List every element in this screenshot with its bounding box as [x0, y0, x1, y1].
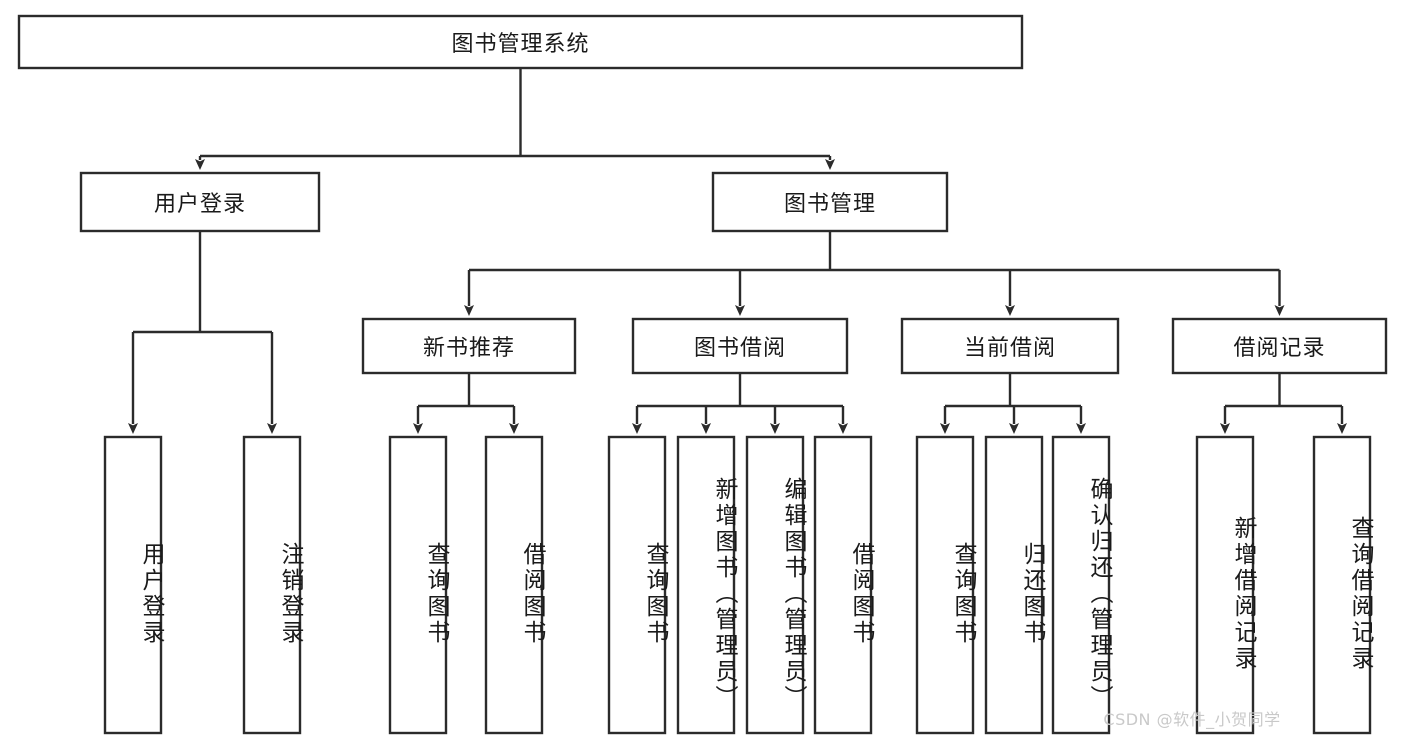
node-box-leaf-borrow-book-1[interactable]	[484, 435, 544, 735]
node-new-book-recommend[interactable]	[362, 318, 576, 374]
node-box-leaf-logout-login[interactable]	[242, 435, 302, 735]
node-box-new-book-recommend[interactable]	[361, 317, 577, 375]
node-current-borrow[interactable]	[901, 318, 1119, 374]
node-leaf-confirm-return-admin[interactable]	[1052, 436, 1110, 734]
node-leaf-borrow-book-1[interactable]	[485, 436, 543, 734]
node-leaf-add-borrow-record[interactable]	[1196, 436, 1254, 734]
node-box-leaf-edit-book-admin[interactable]	[745, 435, 805, 735]
node-leaf-add-book-admin[interactable]	[677, 436, 735, 734]
node-box-leaf-query-borrow-record[interactable]	[1312, 435, 1372, 735]
node-box-leaf-query-book-1[interactable]	[388, 435, 448, 735]
node-leaf-query-book-1[interactable]	[389, 436, 447, 734]
connector-layer	[128, 69, 1347, 434]
node-leaf-query-book-3[interactable]	[916, 436, 974, 734]
node-box-leaf-user-login[interactable]	[103, 435, 163, 735]
node-box-leaf-add-borrow-record[interactable]	[1195, 435, 1255, 735]
node-root[interactable]	[18, 15, 1023, 69]
node-box-leaf-query-book-2[interactable]	[607, 435, 667, 735]
node-box-leaf-add-book-admin[interactable]	[676, 435, 736, 735]
csdn-watermark: CSDN @软件_小贺同学	[1103, 710, 1281, 729]
node-leaf-query-book-2[interactable]	[608, 436, 666, 734]
node-user-login[interactable]	[80, 172, 320, 232]
node-box-book-manage[interactable]	[711, 171, 949, 233]
node-borrow-record[interactable]	[1172, 318, 1387, 374]
node-leaf-logout-login[interactable]	[243, 436, 301, 734]
node-leaf-user-login[interactable]	[104, 436, 162, 734]
node-box-current-borrow[interactable]	[900, 317, 1120, 375]
node-leaf-edit-book-admin[interactable]	[746, 436, 804, 734]
node-box-leaf-query-book-3[interactable]	[915, 435, 975, 735]
node-leaf-borrow-book-2[interactable]	[814, 436, 872, 734]
node-leaf-query-borrow-record[interactable]	[1313, 436, 1371, 734]
node-box-root[interactable]	[17, 14, 1024, 70]
node-box-leaf-confirm-return-admin[interactable]	[1051, 435, 1111, 735]
node-box-book-borrow[interactable]	[631, 317, 849, 375]
node-box-user-login[interactable]	[79, 171, 321, 233]
node-box-borrow-record[interactable]	[1171, 317, 1388, 375]
node-box-leaf-return-book[interactable]	[984, 435, 1044, 735]
node-box-leaf-borrow-book-2[interactable]	[813, 435, 873, 735]
node-book-manage[interactable]	[712, 172, 948, 232]
node-leaf-return-book[interactable]	[985, 436, 1043, 734]
node-book-borrow[interactable]	[632, 318, 848, 374]
node-box-layer	[17, 14, 1388, 735]
